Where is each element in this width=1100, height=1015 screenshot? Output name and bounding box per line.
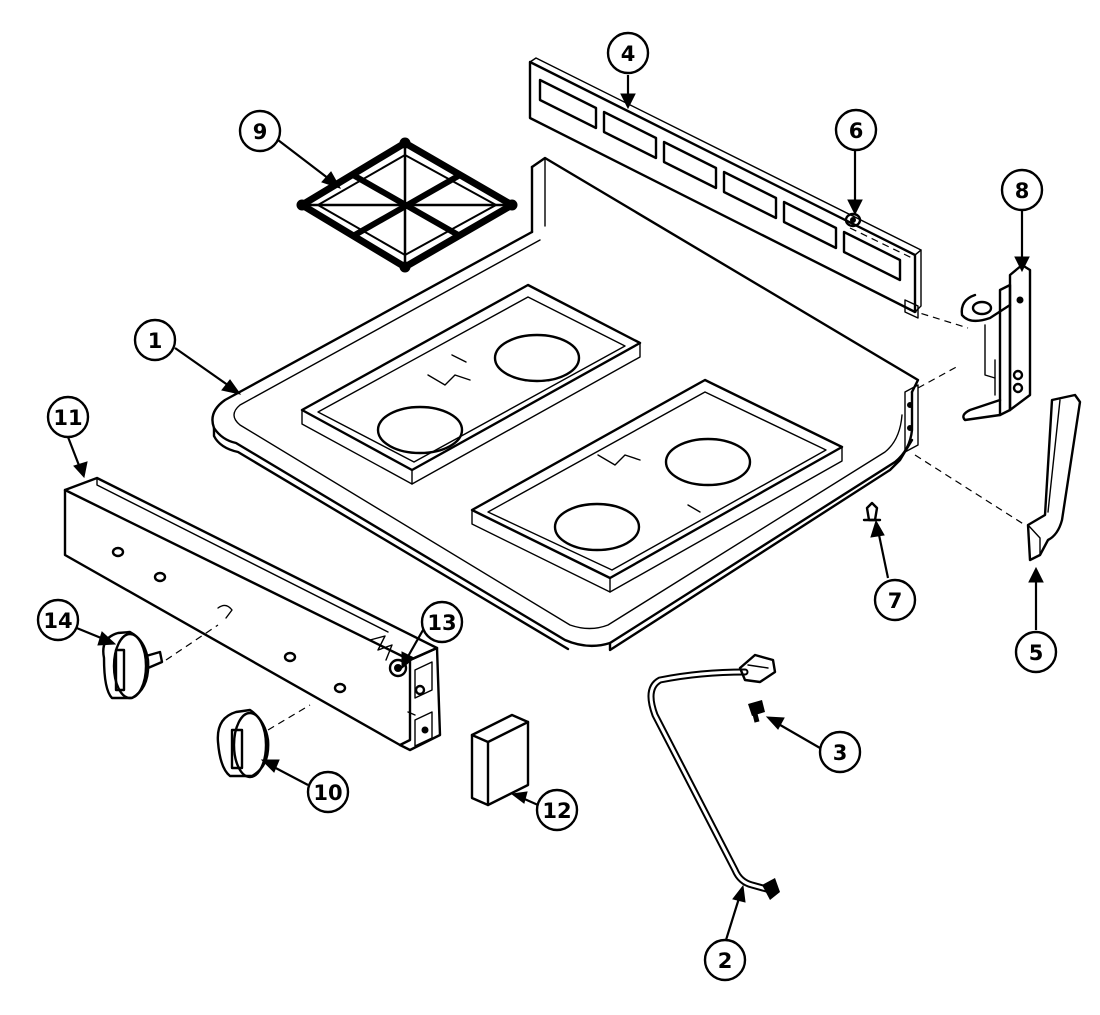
callout-7: 7	[873, 578, 917, 622]
screw	[748, 700, 765, 723]
callout-2: 2	[703, 938, 747, 982]
callout-10: 10	[306, 770, 350, 814]
hinge-bracket	[960, 263, 1032, 422]
svg-text:13: 13	[427, 611, 456, 635]
alignment-lines	[849, 227, 1026, 526]
callout-13: 13	[420, 600, 464, 644]
svg-text:10: 10	[313, 781, 342, 805]
control-knob-left	[102, 624, 219, 700]
callout-8: 8	[1000, 168, 1044, 212]
callout-4: 4	[606, 31, 650, 75]
control-panel	[63, 476, 442, 752]
side-trim	[1026, 393, 1082, 562]
svg-text:14: 14	[43, 609, 72, 633]
grommet	[388, 658, 408, 678]
svg-text:7: 7	[888, 589, 903, 613]
svg-text:5: 5	[1029, 641, 1044, 665]
callout-9: 9	[238, 109, 282, 153]
callout-1: 1	[133, 318, 177, 362]
svg-text:2: 2	[718, 949, 733, 973]
control-knob-right	[216, 704, 311, 779]
svg-text:1: 1	[148, 329, 163, 353]
svg-text:11: 11	[53, 406, 82, 430]
svg-text:8: 8	[1015, 179, 1030, 203]
igniter-wire	[647, 653, 780, 900]
vent-slots	[538, 78, 902, 282]
callout-5: 5	[1014, 630, 1058, 674]
nut	[844, 212, 862, 228]
burner-grate	[296, 137, 518, 273]
callout-14: 14	[36, 598, 80, 642]
svg-text:6: 6	[849, 119, 864, 143]
callout-3: 3	[818, 730, 862, 774]
callout-6: 6	[834, 108, 878, 152]
svg-text:9: 9	[253, 120, 268, 144]
callout-11: 11	[46, 395, 90, 439]
module-box	[470, 713, 530, 807]
svg-text:4: 4	[621, 42, 636, 66]
callouts: 1 2 3 4 5 6 7 8 9 10 11 12 13 14	[36, 31, 1058, 982]
callout-12: 12	[535, 788, 579, 832]
svg-text:3: 3	[833, 741, 848, 765]
svg-text:12: 12	[542, 799, 571, 823]
leader-lines	[61, 75, 1044, 941]
cooktop	[211, 156, 920, 652]
rear-trim-panel	[528, 57, 922, 319]
clip	[862, 501, 882, 522]
